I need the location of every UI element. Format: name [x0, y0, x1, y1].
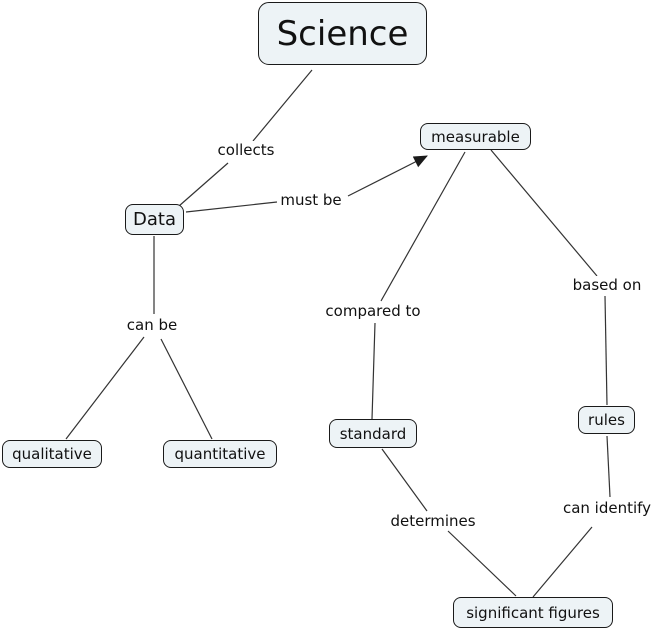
edge-canidentify-sigfigs: [532, 526, 593, 598]
edge-comparedto-standard: [371, 322, 376, 420]
node-science: Science: [258, 2, 427, 65]
edge-science-collects: [252, 69, 313, 142]
node-qualitative: qualitative: [2, 440, 102, 468]
edge-rules-canidentify: [606, 435, 611, 498]
edge-collects-data: [178, 162, 229, 207]
node-data: Data: [125, 204, 184, 235]
edge-label-based-on: based on: [569, 276, 645, 294]
edge-standard-determines: [381, 448, 428, 512]
node-significant-figures: significant figures: [453, 597, 613, 628]
edge-label-collects: collects: [214, 141, 278, 159]
node-rules: rules: [578, 406, 635, 434]
node-measurable-label: measurable: [431, 127, 520, 146]
node-rules-label: rules: [588, 411, 625, 429]
edge-label-compared-to: compared to: [322, 302, 424, 320]
edge-data-mustbe: [185, 201, 278, 213]
node-quantitative-label: quantitative: [174, 445, 266, 463]
edge-determines-sigfigs: [447, 530, 517, 597]
node-science-label: Science: [276, 13, 409, 54]
node-qualitative-label: qualitative: [12, 445, 92, 463]
edge-basedon-rules: [604, 295, 608, 406]
node-standard: standard: [329, 419, 417, 448]
edge-measurable-comparedto: [380, 151, 466, 302]
node-standard-label: standard: [339, 424, 407, 443]
node-data-label: Data: [133, 209, 176, 230]
edge-measurable-basedon: [490, 149, 598, 277]
edge-canbe-qualitative: [65, 336, 145, 440]
edge-label-can-be: can be: [123, 316, 181, 334]
edge-label-can-identify: can identify: [559, 499, 655, 517]
edge-label-must-be: must be: [277, 191, 345, 209]
edge-canbe-quantitative: [160, 338, 213, 440]
edge-mustbe-measurable: [347, 155, 428, 197]
node-significant-figures-label: significant figures: [466, 603, 600, 622]
node-measurable: measurable: [420, 123, 531, 150]
edge-label-determines: determines: [387, 512, 479, 530]
node-quantitative: quantitative: [163, 440, 277, 468]
